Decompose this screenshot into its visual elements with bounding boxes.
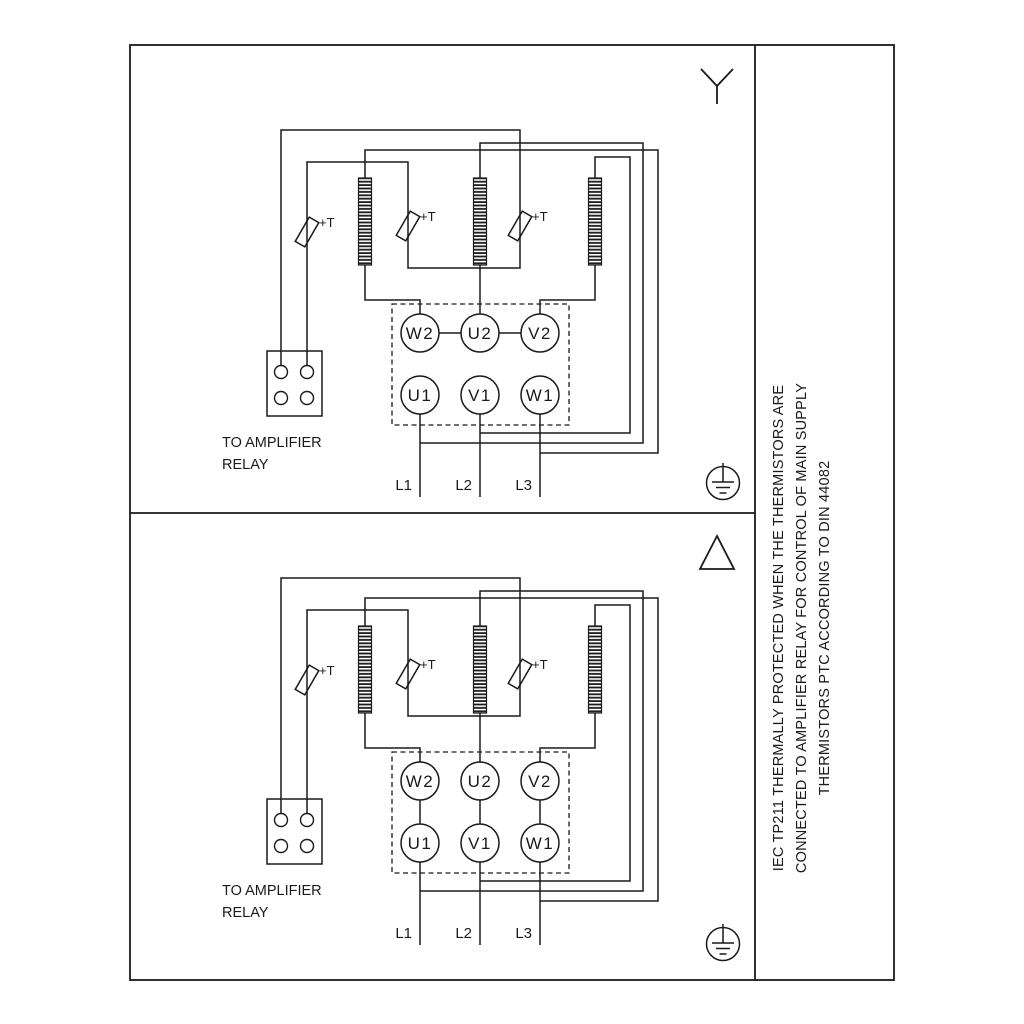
- note-line-3: THERMISTORS PTC ACCORDING TO DIN 44082: [817, 461, 833, 796]
- star-connection-icon: [700, 68, 734, 104]
- wiring-diagram-delta: [221, 577, 659, 946]
- wiring-diagram-star: [221, 129, 659, 498]
- earth-ground-icon-bottom: [705, 923, 741, 962]
- earth-ground-icon-top: [705, 462, 741, 501]
- note-line-2: CONNECTED TO AMPLIFIER RELAY FOR CONTROL…: [794, 383, 810, 873]
- delta-bridge-links: [419, 800, 541, 824]
- note-line-1: IEC TP211 THERMALLY PROTECTED WHEN THE T…: [771, 385, 787, 872]
- frame: [129, 44, 895, 981]
- delta-connection-icon: [698, 534, 736, 570]
- note-strip: IEC TP211 THERMALLY PROTECTED WHEN THE T…: [771, 383, 833, 873]
